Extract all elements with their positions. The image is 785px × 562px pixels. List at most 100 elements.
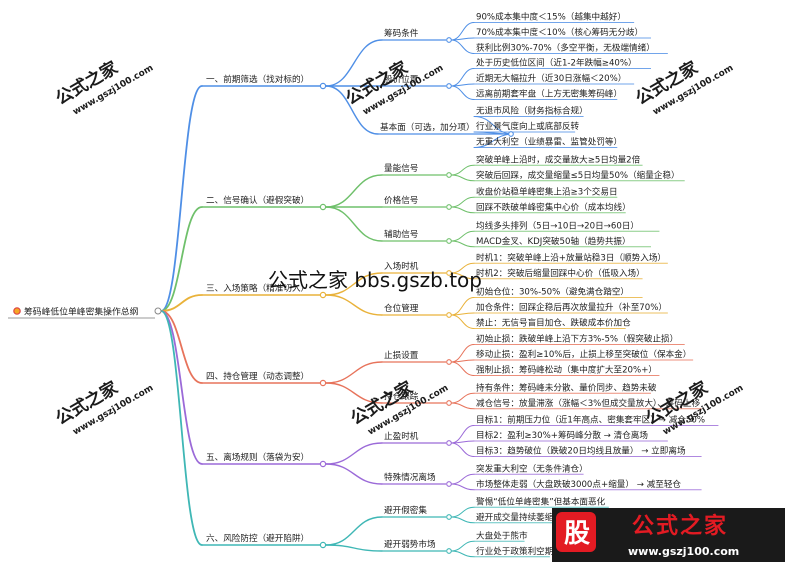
mindmap-edges	[8, 22, 719, 558]
connector-line	[450, 164, 475, 176]
branch-4-sub-1-label: 止损设置	[384, 349, 419, 361]
branch-3-sub-1-leaf-1: 时机1：突破单峰上沿+放量站稳3日（顺势入场）	[476, 251, 666, 263]
sub-node-dot	[446, 359, 452, 365]
branch-3-sub-2-leaf-3: 禁止：无信号盲目加仓、跌破成本价加仓	[476, 317, 631, 329]
connector-line	[450, 240, 475, 248]
branch-2-sub-1-label: 量能信号	[384, 162, 418, 174]
branch-3-label: 三、入场策略（精准切入）	[206, 282, 309, 294]
connector-line	[450, 174, 475, 182]
connector-line	[325, 85, 379, 135]
branch-3-sub-1-leaf-2: 时机2：突破后缩量回踩中心价（低吸入场）	[476, 267, 645, 279]
connector-line	[325, 294, 383, 316]
branch-1-sub-1-label: 筹码条件	[384, 27, 419, 39]
connector-line	[325, 463, 383, 485]
connector-line	[450, 196, 475, 208]
connector-line	[325, 382, 383, 404]
branch-4-sub-2-leaf-1: 持有条件：筹码峰未分散、量价同步、趋势未破	[476, 381, 657, 393]
sub-node-dot	[446, 270, 452, 276]
branch-2-sub-3-label: 辅助信号	[384, 228, 418, 240]
mindmap-root-title: 筹码峰低位单峰密集操作总纲	[24, 306, 139, 318]
branch-1-sub-2-leaf-3: 远离前期套牢盘（上方无密集筹码峰）	[476, 88, 622, 100]
branch-1-sub-1-leaf-1: 90%成本集中度＜15%（越集中越好）	[476, 11, 626, 23]
logo-text: 公式之家	[632, 513, 728, 539]
connector-line	[450, 39, 475, 54]
branch-6-sub-2-leaf-2: 行业处于政策利空期	[476, 545, 553, 557]
connector-line	[450, 22, 475, 41]
branch-2-sub-2-leaf-2: 回踩不跌破单峰密集中心价（成本均线）	[476, 201, 631, 213]
connector-line	[450, 442, 475, 457]
connector-line	[160, 206, 203, 312]
branch-1-sub-3-leaf-2: 行业景气度向上或底部反转	[476, 120, 580, 132]
connector-line	[450, 361, 475, 376]
connector-line	[450, 230, 475, 242]
branch-5-sub-1-leaf-3: 目标3：趋势破位（跌破20日均线且放量） → 立即离场	[476, 445, 686, 457]
branch-3-sub-1-label: 入场时机	[384, 260, 419, 272]
branch-5-sub-2-leaf-2: 市场整体走弱（大盘跌破3000点+缩量） → 减至轻仓	[476, 478, 681, 490]
connector-line	[450, 344, 475, 363]
branch-1-sub-2-label: 股价位置	[384, 73, 419, 85]
branch-2-sub-1-leaf-2: 突破后回踩，成交量缩量≤5日均量50%（缩量企稳）	[476, 169, 680, 181]
sub-node-dot	[446, 37, 452, 43]
branch-2-sub-2-leaf-1: 收盘价站稳单峰密集上沿≥3个交易日	[476, 185, 618, 197]
branch-node-dot	[319, 541, 327, 549]
branch-2-sub-3-leaf-2: MACD金叉、KDJ突破50轴（趋势共振）	[476, 235, 631, 247]
sub-node-dot	[446, 548, 452, 554]
branch-1-sub-3-leaf-3: 无重大利空（业绩暴雷、监管处罚等）	[476, 136, 622, 148]
connector-line	[450, 297, 475, 316]
branch-6-sub-2-label: 避开弱势市场	[384, 538, 436, 550]
branch-1-sub-1-leaf-3: 获利比例30%-70%（多空平衡，无极端情绪）	[476, 42, 655, 54]
branch-5-sub-1-leaf-2: 目标2：盈利≥30%+筹码峰分散 → 清仓离场	[476, 429, 648, 441]
branch-4-sub-1-leaf-2: 移动止损：盈利≥10%后，止损上移至突破位（保本金）	[476, 348, 691, 360]
connector-line	[160, 310, 203, 384]
connector-line	[325, 272, 383, 296]
branch-node-dot	[319, 379, 327, 387]
branch-6-sub-2-leaf-1: 大盘处于熊市	[476, 529, 528, 541]
branch-3-sub-2-label: 仓位管理	[384, 302, 419, 314]
branch-1-sub-2-leaf-1: 处于历史低位区间（近1-2年跌幅≥40%）	[476, 57, 637, 69]
watermark-banner: 公式之家 bbs.gszb.top	[268, 268, 482, 292]
sub-node-dot	[446, 400, 452, 406]
connector-line	[325, 206, 383, 242]
branch-1-sub-1-leaf-2: 70%成本集中度＜10%（核心筹码无分歧）	[476, 26, 643, 38]
connector-line	[450, 85, 475, 100]
connector-line	[450, 68, 475, 87]
site-logo: 股 公式之家 www.gszj100.com	[552, 508, 785, 562]
branch-2-sub-1-leaf-1: 突破单峰上沿时，成交量放大≥5日均量2倍	[476, 153, 641, 165]
connector-line	[450, 516, 475, 524]
branch-3-sub-2-leaf-2: 加仓条件：回踩企稳后再次放量拉升（补至70%）	[476, 301, 667, 313]
logo-url: www.gszj100.com	[628, 545, 739, 558]
connector-line	[325, 39, 383, 87]
branch-4-sub-2-leaf-2: 减仓信号：放量滞涨（涨幅＜3%但成交量放大）、筹码上移	[476, 397, 701, 409]
branch-6-label: 六、风险防控（避开陷阱）	[206, 532, 309, 544]
connector-line	[450, 483, 475, 491]
sub-node-dot	[446, 204, 452, 210]
connector-line	[450, 550, 475, 558]
branch-4-sub-1-leaf-1: 初始止损：跌破单峰上沿下方3%-5%（假突破止损）	[476, 333, 678, 345]
branch-6-sub-1-leaf-1: 警惕“低位单峰密集”但基本面恶化	[476, 495, 606, 507]
logo-char: 股	[564, 519, 590, 549]
connector-line	[450, 506, 475, 518]
connector-line	[160, 310, 203, 546]
branch-3-sub-2-leaf-1: 初始仓位：30%-50%（避免满仓踏空）	[476, 286, 629, 298]
sub-node-dot	[446, 440, 452, 446]
mindmap-nodes: 筹码峰低位单峰密集操作总纲 一、前期筛选（找对标的） 筹码条件 90%成本集中度＜1…	[13, 11, 705, 557]
branch-node-dot	[319, 203, 327, 211]
logo-badge	[556, 512, 596, 552]
branch-1-sub-3-label: 基本面（可选，加分项）	[380, 121, 475, 133]
branch-6-sub-1-label: 避开假密集	[384, 504, 427, 516]
connector-line	[450, 425, 475, 444]
connector-line	[325, 174, 383, 208]
branch-1-label: 一、前期筛选（找对标的）	[206, 73, 309, 85]
connector-line	[450, 402, 475, 410]
connector-line	[325, 361, 383, 384]
sub-node-dot	[446, 514, 452, 520]
branch-node-dot	[319, 460, 327, 468]
branch-1-sub-3-leaf-1: 无退市风险（财务指标合规）	[476, 105, 588, 117]
root-node-dot	[154, 307, 162, 315]
connector-line	[450, 314, 475, 329]
connector-line	[450, 473, 475, 485]
branch-2-label: 二、信号确认（避假突破）	[206, 194, 309, 206]
